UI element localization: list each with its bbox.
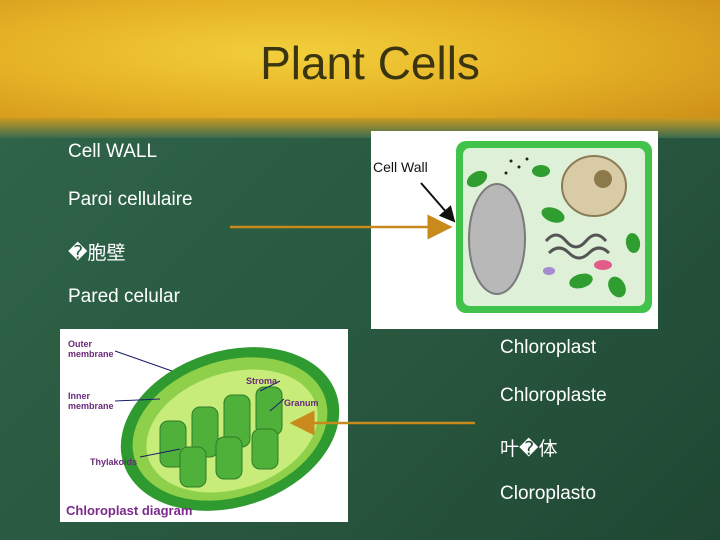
cell-wall-pointer bbox=[420, 182, 456, 223]
stroma-label: Stroma bbox=[246, 376, 278, 386]
plant-cell-image: Cell Wall bbox=[371, 131, 658, 329]
chloroplast-illustration bbox=[114, 347, 340, 511]
granum-label: Granum bbox=[284, 398, 319, 408]
outer-membrane-label: Outer membrane bbox=[68, 339, 114, 359]
term-cell-wall-fr: Paroi cellulaire bbox=[68, 189, 193, 210]
inner-membrane-label: Inner membrane bbox=[68, 391, 114, 411]
chloroplast-caption: Chloroplast diagram bbox=[66, 503, 193, 518]
nucleus-shape bbox=[561, 155, 627, 217]
cell-wall-label: Cell Wall bbox=[373, 159, 428, 175]
term-cell-wall-en: Cell WALL bbox=[68, 141, 158, 162]
plant-cell-illustration bbox=[420, 141, 652, 313]
slide-title: Plant Cells bbox=[260, 37, 480, 89]
chloroplast-image: Outer membrane Inner membrane Stroma Gra… bbox=[60, 329, 348, 522]
term-cell-wall-es: Pared celular bbox=[68, 286, 180, 307]
vacuole-shape bbox=[468, 183, 526, 295]
term-chloroplast-fr: Chloroplaste bbox=[500, 385, 607, 406]
term-chloroplast-zh: 叶�体 bbox=[500, 439, 558, 460]
term-chloroplast-es: Cloroplasto bbox=[500, 483, 597, 504]
header-band bbox=[0, 0, 720, 132]
term-chloroplast-en: Chloroplast bbox=[500, 337, 597, 358]
thylakoids-label: Thylakoids bbox=[90, 457, 138, 467]
term-cell-wall-zh: �胞壁 bbox=[68, 243, 126, 264]
